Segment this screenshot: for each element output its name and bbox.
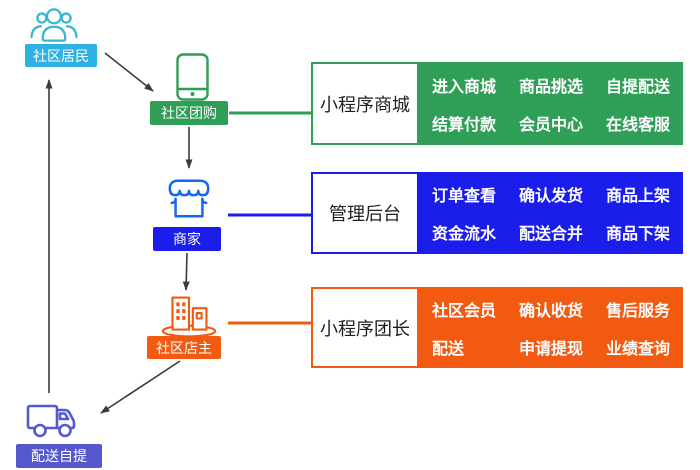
feature-item: 自提配送 [606,78,671,96]
feature-item: 商品上架 [606,188,671,205]
feature-item: 社区会员 [432,302,497,320]
block-mall: 小程序商城 进入商城 商品挑选 自提配送 结算付款 会员中心 在线客服 [311,62,683,145]
feature-item: 业绩查询 [606,340,671,358]
feature-item: 进入商城 [432,78,497,96]
feature-item: 售后服务 [606,302,671,320]
smartphone-icon [175,52,210,102]
node-label-merchant: 商家 [153,227,221,251]
block-leader-items: 社区会员 确认收货 售后服务 配送 申请提现 业绩查询 [419,287,683,368]
block-admin-items: 订单查看 确认发货 商品上架 资金流水 配送合并 商品下架 [419,172,683,254]
feature-item: 在线客服 [606,116,671,134]
node-label-residents: 社区居民 [25,44,97,67]
block-leader: 小程序团长 社区会员 确认收货 售后服务 配送 申请提现 业绩查询 [311,287,683,368]
feature-item: 配送 [432,340,465,358]
feature-item: 配送合并 [519,226,584,243]
block-admin: 管理后台 订单查看 确认发货 商品上架 资金流水 配送合并 商品下架 [311,172,683,254]
block-mall-title: 小程序商城 [311,62,419,145]
node-label-group-buy: 社区团购 [150,101,228,125]
truck-icon [24,396,80,442]
arrow-merchant-to-shopowner [182,252,190,291]
node-label-shop-owner: 社区店主 [147,336,221,359]
feature-item: 订单查看 [432,188,497,205]
storefront-icon [166,176,212,222]
feature-item: 结算付款 [432,116,497,134]
feature-item: 确认发货 [519,188,584,205]
feature-item: 商品挑选 [519,78,584,96]
feature-item: 资金流水 [432,226,497,243]
block-admin-title: 管理后台 [311,172,419,254]
block-leader-title: 小程序团长 [311,287,419,368]
feature-item: 商品下架 [606,226,671,243]
arrow-shopowner-to-delivery [100,360,181,414]
feature-item: 会员中心 [519,116,584,134]
feature-item: 申请提现 [519,340,584,358]
block-mall-items: 进入商城 商品挑选 自提配送 结算付款 会员中心 在线客服 [419,62,683,145]
feature-item: 确认收货 [519,302,584,320]
arrow-residents-to-groupbuy [104,52,154,92]
buildings-icon [154,294,222,338]
node-label-delivery: 配送自提 [16,444,102,468]
people-group-icon [28,4,80,46]
